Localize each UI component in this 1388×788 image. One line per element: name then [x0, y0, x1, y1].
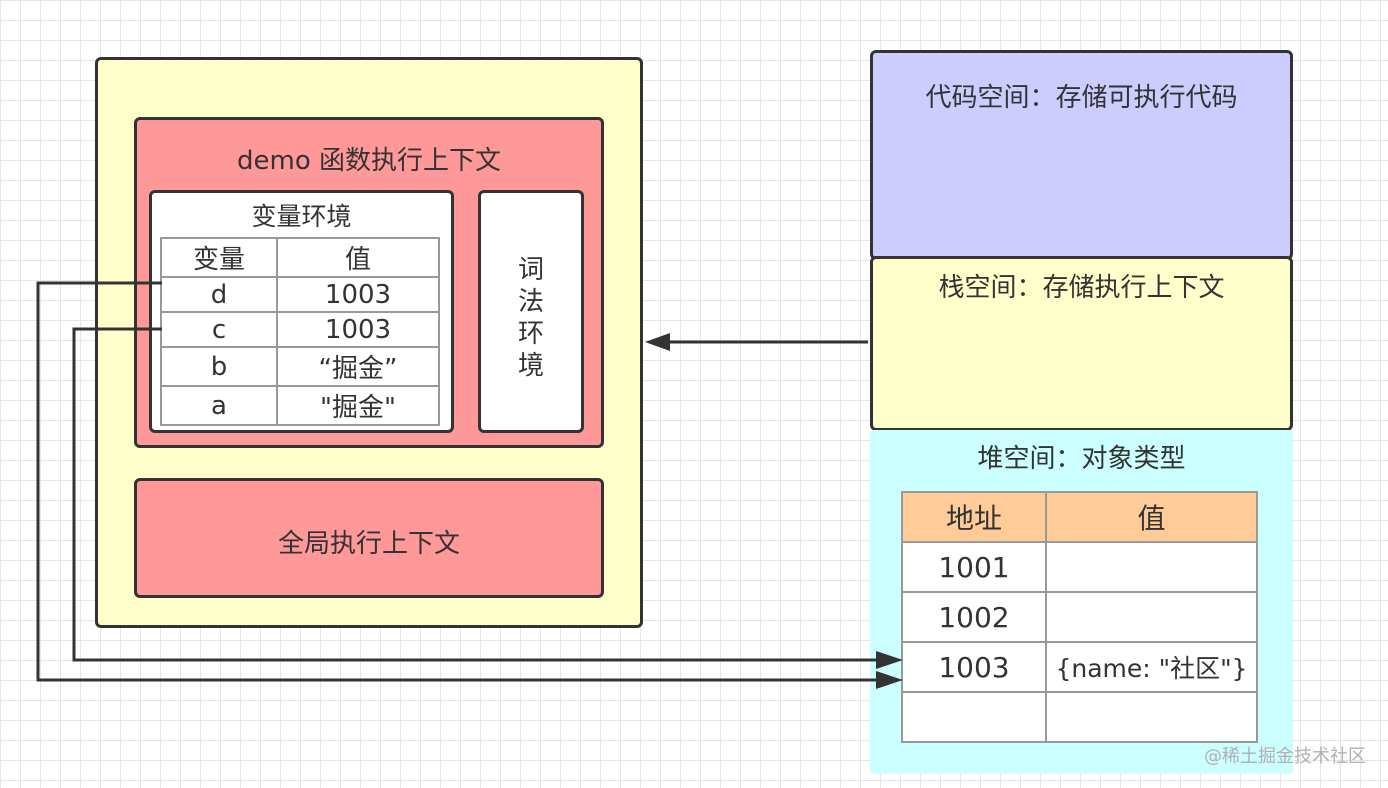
table-row: [901, 691, 1258, 743]
column-header: 变量: [160, 237, 278, 278]
table-row: b “掘金”: [160, 346, 440, 387]
table-row: d 1003: [160, 276, 440, 313]
stack-space: 栈空间：存储执行上下文: [870, 256, 1293, 431]
heap-table: 地址 值 1001 1002 1003 {name: "社区"}: [901, 491, 1258, 743]
lexical-environment: 词 法 环 境: [478, 190, 584, 433]
table-row: 1003 {name: "社区"}: [901, 641, 1258, 693]
variable-name: b: [160, 346, 278, 387]
table-row: 1001: [901, 541, 1258, 593]
heap-value: {name: "社区"}: [1045, 641, 1258, 693]
heap-address: 1003: [901, 641, 1047, 693]
heap-value: [1045, 691, 1258, 743]
column-header: 值: [276, 237, 440, 278]
variable-name: d: [160, 276, 278, 313]
column-header: 地址: [901, 491, 1047, 543]
arrow-head-icon: [645, 333, 670, 351]
variable-value: 1003: [276, 276, 440, 313]
lexical-env-char: 词: [517, 255, 544, 285]
heap-space-label: 堆空间：对象类型: [977, 444, 1186, 474]
table-header-row: 变量 值: [160, 237, 440, 278]
variable-value: 1003: [276, 311, 440, 348]
table-row: 1002: [901, 591, 1258, 643]
heap-address: 1002: [901, 591, 1047, 643]
heap-address: [901, 691, 1047, 743]
global-context-label: 全局执行上下文: [277, 529, 460, 559]
column-header: 值: [1045, 491, 1258, 543]
demo-context-label: demo 函数执行上下文: [237, 146, 501, 176]
watermark: @稀土掘金技术社区: [1204, 746, 1366, 767]
table-row: a "掘金": [160, 385, 440, 426]
heap-value: [1045, 591, 1258, 643]
stack-space-label: 栈空间：存储执行上下文: [938, 273, 1225, 303]
variable-table: 变量 值 d 1003 c 1003 b “掘金” a "掘金": [160, 237, 440, 426]
lexical-env-char: 境: [517, 351, 544, 381]
heap-address: 1001: [901, 541, 1047, 593]
variable-name: a: [160, 385, 278, 426]
variable-name: c: [160, 311, 278, 348]
heap-value: [1045, 541, 1258, 593]
variable-value: "掘金": [276, 385, 440, 426]
global-execution-context: 全局执行上下文: [134, 478, 604, 598]
code-space-label: 代码空间：存储可执行代码: [925, 83, 1238, 113]
table-row: c 1003: [160, 311, 440, 348]
table-header-row: 地址 值: [901, 491, 1258, 543]
variable-value: “掘金”: [276, 346, 440, 387]
variable-env-title: 变量环境: [251, 202, 352, 231]
code-space: 代码空间：存储可执行代码: [870, 50, 1293, 260]
